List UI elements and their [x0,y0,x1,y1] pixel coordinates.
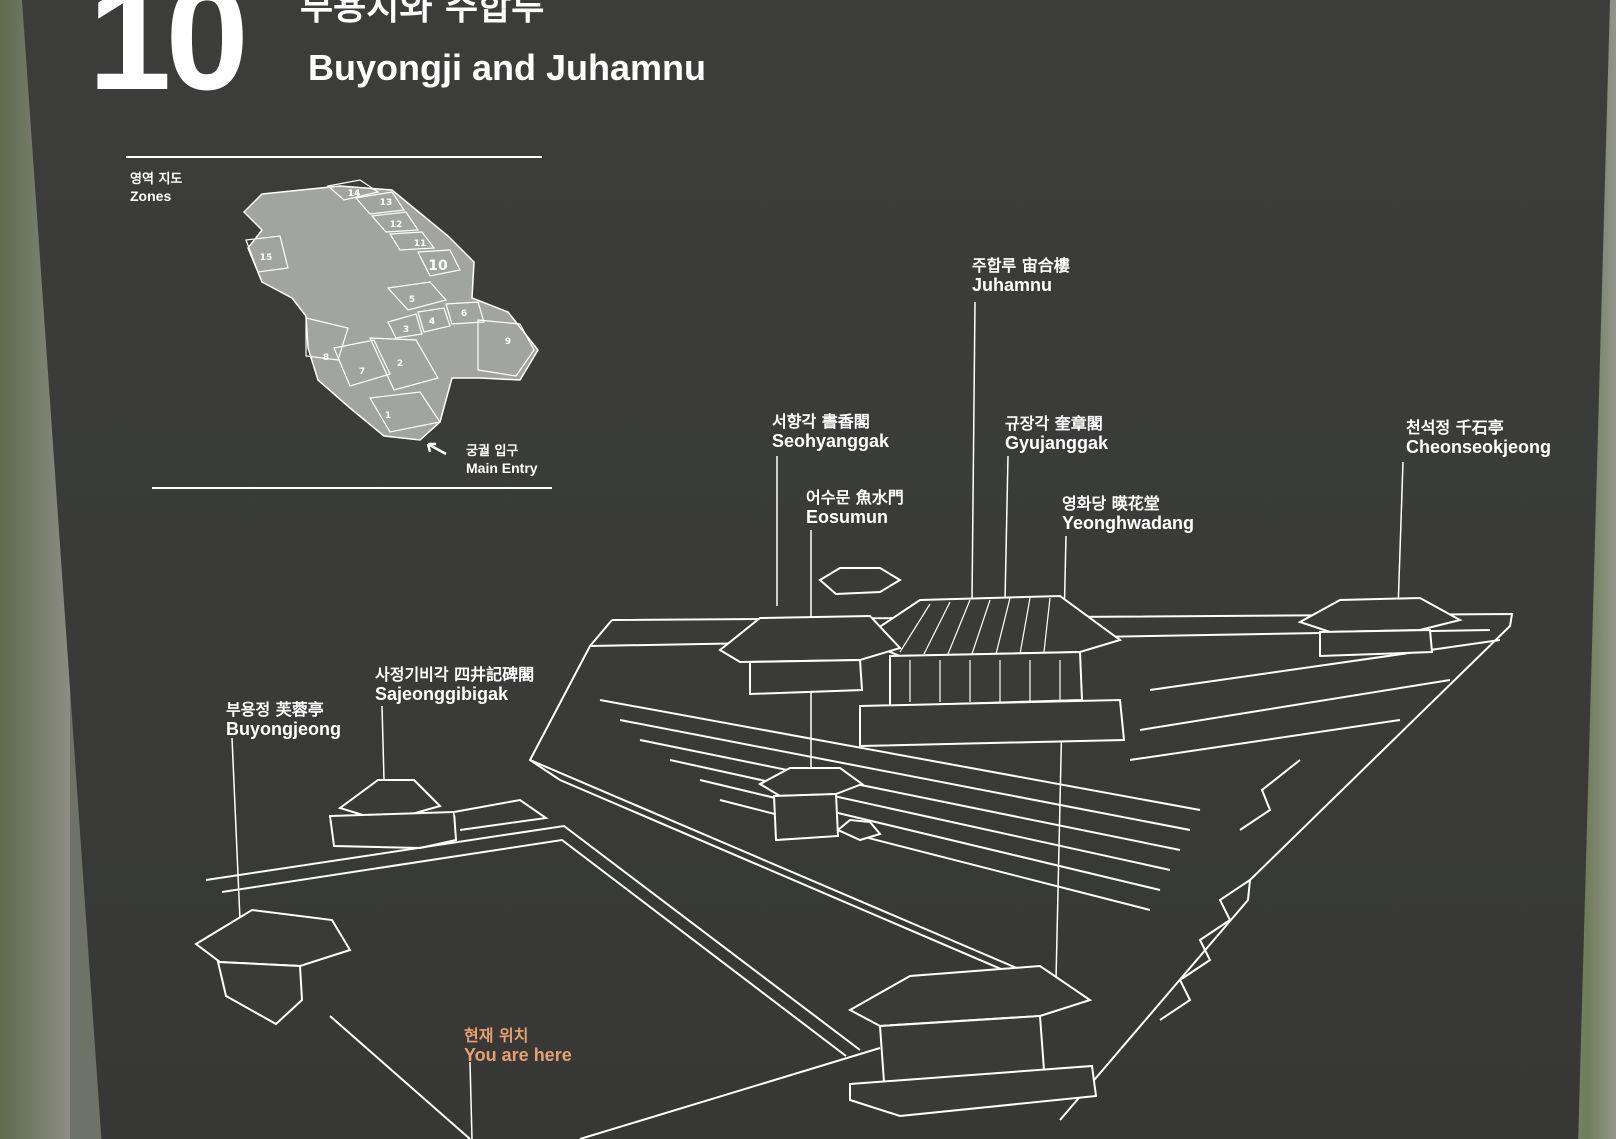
entry-arrow-icon [426,442,447,456]
zone-label-9: 9 [505,337,511,347]
title-english: Buyongji and Juhamnu [308,47,707,88]
seohyanggak-building [718,567,902,696]
zone-label-8: 8 [323,353,329,363]
zone-label-15: 15 [260,253,273,263]
sajeonggibigak-building [328,779,549,850]
zone-label-14: 14 [348,189,361,199]
zone-label-13: 13 [380,198,393,208]
zone-label-2: 2 [397,359,403,369]
zone-map-divisions [245,179,535,433]
zone-label-12: 12 [390,220,403,230]
juhamnu-building [857,594,1126,748]
zone-label-5: 5 [409,295,415,305]
cheonseokjeong-building [1297,596,1463,658]
buyongji-pond [205,824,881,1139]
yeonghwadang-building [847,964,1098,1118]
zone-label-11: 11 [414,239,427,249]
zone-label-6: 6 [461,309,467,319]
buyongjeong-pavilion [194,908,352,1026]
zone-label-1: 1 [385,411,391,421]
zone-number: 10 [88,0,249,121]
zone-label-7: 7 [359,367,365,377]
zone-label-4: 4 [429,317,435,327]
title-korean: 부용지와 주합루 [300,0,545,28]
zone-map-shape [242,185,539,441]
eosumun-gate [757,767,882,842]
zone-label-10: 10 [428,258,448,274]
zone-label-3: 3 [403,325,409,335]
